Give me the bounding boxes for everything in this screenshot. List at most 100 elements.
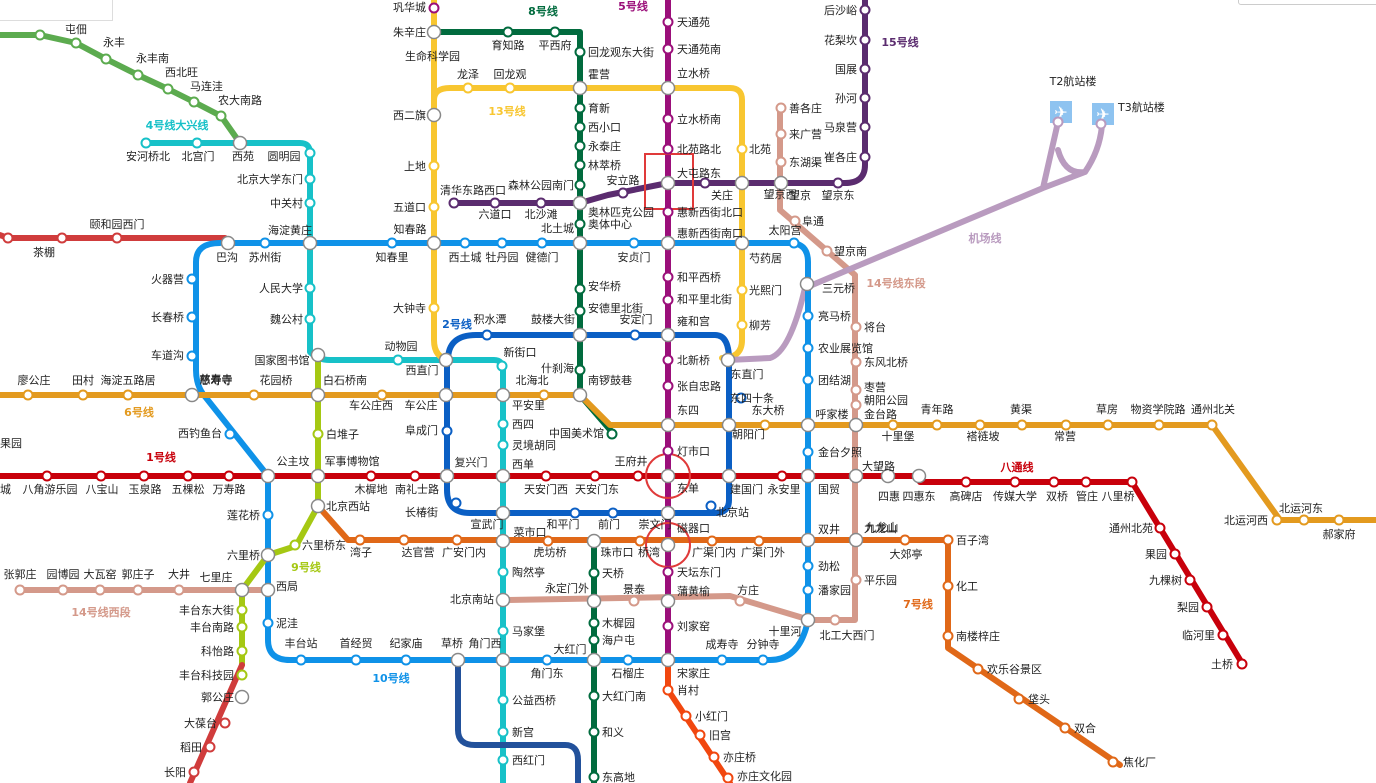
- station-label[interactable]: 奥林匹克公园: [588, 205, 654, 219]
- station-label[interactable]: 西土城: [449, 251, 482, 264]
- station-label[interactable]: 大瓦窑: [84, 567, 117, 581]
- station-label[interactable]: 永定门外: [545, 581, 589, 595]
- station-label[interactable]: 天通苑: [677, 16, 710, 29]
- station-label[interactable]: 中关村: [270, 196, 303, 210]
- station-label[interactable]: 西小口: [588, 121, 621, 134]
- station-label[interactable]: 九龙山: [864, 522, 897, 535]
- station-label[interactable]: 高碑店: [950, 489, 983, 503]
- station-label[interactable]: 九棵树: [1149, 573, 1182, 587]
- station-label[interactable]: 刘家窑: [677, 619, 710, 633]
- station-label[interactable]: 西直门: [406, 363, 439, 377]
- station-label[interactable]: 平西府: [539, 38, 572, 52]
- station-label[interactable]: 马泉营: [824, 120, 857, 134]
- station-label[interactable]: 马连洼: [190, 79, 223, 93]
- station-label[interactable]: 回龙观东大街: [588, 45, 654, 59]
- station-label[interactable]: 五棵松: [172, 482, 205, 496]
- station-label[interactable]: 泥洼: [276, 616, 298, 630]
- station-label[interactable]: 欢乐谷景区: [987, 662, 1042, 676]
- station-label[interactable]: 奥体中心: [588, 217, 632, 231]
- station-label[interactable]: 朝阳门: [732, 427, 765, 441]
- station-label[interactable]: 中国美术馆: [549, 426, 604, 440]
- station-label[interactable]: 上地: [404, 160, 426, 173]
- station-label[interactable]: 人民大学: [259, 281, 303, 295]
- station-label[interactable]: 土桥: [1211, 658, 1233, 671]
- station-label[interactable]: 天桥: [602, 567, 624, 580]
- station-label[interactable]: 东风北桥: [864, 356, 908, 369]
- station-label[interactable]: 望京南: [834, 244, 867, 258]
- station-label[interactable]: 虎坊桥: [534, 545, 567, 559]
- station-label[interactable]: 花梨坎: [824, 33, 857, 47]
- station-label[interactable]: 惠新西街南口: [677, 226, 743, 240]
- station-label[interactable]: 白石桥南: [323, 373, 367, 387]
- station-label[interactable]: 青年路: [921, 402, 954, 416]
- station-label[interactable]: 南锣鼓巷: [588, 373, 632, 387]
- station-label[interactable]: 桥湾: [638, 545, 660, 559]
- station-label[interactable]: 积水潭: [474, 313, 507, 326]
- station-label[interactable]: 褡裢坡: [967, 430, 1000, 443]
- station-label[interactable]: 潘家园: [818, 583, 851, 597]
- station-label[interactable]: 十里堡: [882, 429, 915, 443]
- station-label[interactable]: 关庄: [711, 188, 733, 202]
- station-label[interactable]: 车公庄西: [349, 398, 393, 412]
- station-label[interactable]: 东直门: [731, 367, 764, 381]
- station-label[interactable]: 景泰: [623, 582, 645, 596]
- station-label[interactable]: 芍药居: [749, 252, 782, 265]
- station-label[interactable]: 丰台站: [285, 636, 318, 650]
- station-label[interactable]: 旧宫: [709, 728, 731, 742]
- station-label[interactable]: 西北旺: [165, 66, 198, 79]
- station-label[interactable]: 长阳: [164, 766, 186, 779]
- station-label[interactable]: 北土城: [541, 222, 574, 235]
- station-label[interactable]: 郭庄子: [122, 567, 155, 581]
- station-label[interactable]: 公主坟: [277, 454, 310, 468]
- station-label[interactable]: 物资学院路: [1131, 402, 1186, 416]
- station-label[interactable]: 梨园: [1177, 600, 1199, 614]
- station-label[interactable]: 魏公村: [270, 312, 303, 326]
- station-label[interactable]: 团结湖: [818, 374, 851, 387]
- station-label[interactable]: 望京东: [822, 188, 855, 202]
- station-label[interactable]: 军事博物馆: [325, 454, 380, 468]
- station-label[interactable]: 陶然亭: [512, 565, 545, 579]
- station-label[interactable]: 动物园: [385, 339, 418, 353]
- station-label[interactable]: 东四: [677, 404, 699, 417]
- station-label[interactable]: 北新桥: [677, 353, 710, 367]
- station-label[interactable]: 农大南路: [218, 93, 262, 107]
- station-label[interactable]: 阜通: [802, 215, 824, 228]
- station-label[interactable]: 知春里: [376, 250, 409, 264]
- station-label[interactable]: 黄渠: [1010, 402, 1032, 416]
- station-label[interactable]: 安立路: [607, 173, 640, 187]
- station-label[interactable]: 永丰南: [136, 51, 169, 65]
- station-label[interactable]: 垡头: [1028, 692, 1050, 706]
- station-label[interactable]: 朱辛庄: [393, 25, 426, 39]
- station-label[interactable]: 木樨园: [602, 616, 635, 630]
- station-label[interactable]: 安德里北街: [588, 301, 643, 315]
- station-label[interactable]: 东高地: [602, 770, 635, 783]
- station-label[interactable]: 四惠: [878, 489, 900, 503]
- station-label[interactable]: 大望路: [862, 459, 895, 473]
- station-label[interactable]: 纪家庙: [390, 636, 423, 650]
- station-label[interactable]: 张郭庄: [4, 567, 37, 581]
- station-label[interactable]: 孙河: [835, 92, 857, 105]
- station-label[interactable]: 北沙滩: [525, 207, 558, 221]
- station-label[interactable]: 崇文门: [639, 517, 672, 531]
- station-label[interactable]: 北苑路北: [677, 143, 721, 156]
- station-label[interactable]: 慈寿寺: [200, 373, 233, 387]
- station-label[interactable]: 丰台东大街: [179, 603, 234, 617]
- station-label[interactable]: 小红门: [695, 709, 728, 723]
- station-label[interactable]: 分钟寺: [747, 637, 780, 651]
- station-label[interactable]: 森林公园南门: [508, 178, 574, 192]
- station-label[interactable]: 巩华城: [393, 0, 426, 14]
- station-label[interactable]: 磁器口: [677, 522, 710, 535]
- station-label[interactable]: 丰台科技园: [179, 668, 234, 682]
- station-label[interactable]: 亮马桥: [818, 309, 851, 323]
- station-label[interactable]: 天通苑南: [677, 43, 721, 56]
- station-label[interactable]: 苏州街: [249, 250, 282, 264]
- station-label[interactable]: 颐和园西门: [90, 217, 145, 231]
- station-label[interactable]: 南楼梓庄: [956, 629, 1000, 643]
- station-label[interactable]: 车道沟: [151, 348, 184, 362]
- station-label[interactable]: 大郊亭: [890, 547, 923, 561]
- station-label[interactable]: 四惠东: [903, 489, 936, 503]
- station-label[interactable]: 科怡路: [201, 644, 234, 658]
- station-label[interactable]: 菜市口: [514, 525, 547, 539]
- station-label[interactable]: 前门: [598, 517, 620, 531]
